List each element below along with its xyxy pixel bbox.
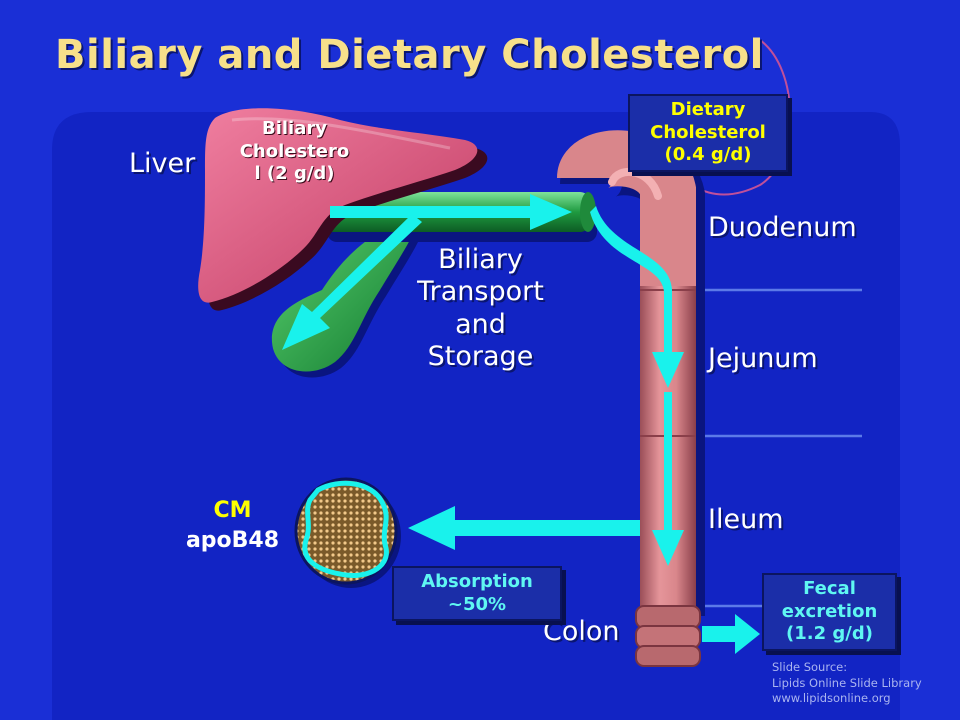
fecal-excretion-line: Fecal [803, 578, 856, 599]
dietary-cholesterol-line: (0.4 g/d) [664, 144, 752, 165]
apob48-label: apoB48 [185, 527, 280, 553]
chylomicron-label: CM apoB48 [170, 496, 295, 555]
source-line: www.lipidsonline.org [772, 691, 891, 706]
dietary-cholesterol-box: Dietary Cholesterol (0.4 g/d) [628, 94, 788, 172]
arrows [282, 194, 760, 654]
biliary-transport-label: Biliary Transport and Storage [398, 244, 563, 374]
source-line: Slide Source: [772, 660, 848, 674]
slide-title: Biliary and Dietary Cholesterol [55, 32, 764, 78]
liver-label: Liver [129, 148, 196, 179]
storage-arrow [282, 214, 422, 350]
colon-label: Colon [543, 616, 620, 647]
chylomicron-particle [294, 477, 401, 588]
absorption-line: ~50% [447, 593, 507, 615]
colon-segment [635, 605, 701, 667]
biliary-cholesterol-line: l (2 g/d) [254, 163, 335, 184]
absorption-line: Absorption [421, 571, 533, 592]
biliary-transport-line: and [455, 308, 506, 340]
intestinal-flow-shaft [664, 392, 672, 532]
fecal-excretion-line: excretion [781, 600, 878, 622]
biliary-transport-line: Biliary [438, 244, 523, 275]
dietary-cholesterol-line: Dietary [670, 99, 746, 120]
slide-source: Slide Source: Lipids Online Slide Librar… [772, 660, 922, 707]
ileum-label: Ileum [708, 504, 784, 535]
fecal-excretion-line: (1.2 g/d) [786, 623, 873, 644]
fecal-excretion-arrow [702, 614, 760, 654]
biliary-flow-arrow [330, 194, 572, 230]
fecal-excretion-box: Fecal excretion (1.2 g/d) [762, 573, 897, 651]
cm-label: CM [213, 498, 252, 523]
biliary-transport-line: Transport [417, 276, 544, 308]
duodenum-label: Duodenum [708, 212, 857, 243]
intestinal-flow-head [652, 530, 684, 566]
intestinal-flow-arrow [590, 206, 684, 388]
source-line: Lipids Online Slide Library [772, 675, 922, 690]
biliary-cholesterol-line: Biliary [262, 118, 327, 139]
dietary-cholesterol-line: Cholesterol [650, 121, 766, 143]
biliary-transport-line: Storage [427, 341, 534, 373]
absorption-arrow [408, 506, 640, 550]
biliary-cholesterol-line: Cholestero [239, 140, 350, 162]
jejunum-label: Jejunum [708, 343, 818, 374]
absorption-box: Absorption ~50% [392, 566, 562, 621]
biliary-cholesterol-label: Biliary Cholestero l (2 g/d) [222, 118, 367, 186]
